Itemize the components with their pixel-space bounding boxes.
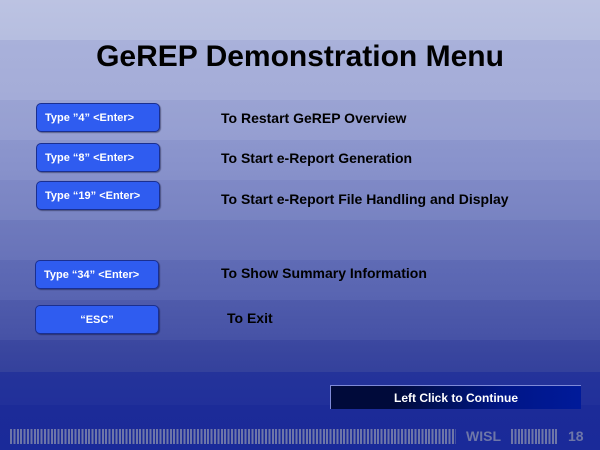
page-title: GeREP Demonstration Menu <box>96 40 504 73</box>
summary-label: To Show Summary Information <box>221 265 427 281</box>
footer-bars-decoration <box>511 428 558 444</box>
type-34-button[interactable]: Type “34” <Enter> <box>35 260 159 289</box>
type-8-button[interactable]: Type “8” <Enter> <box>36 143 160 172</box>
exit-label: To Exit <box>227 310 273 326</box>
report-generation-label: To Start e-Report Generation <box>221 150 413 166</box>
file-handling-label: To Start e-Report File Handling and Disp… <box>221 191 509 207</box>
type-4-button[interactable]: Type ”4” <Enter> <box>36 103 160 132</box>
footer: WISL 18 <box>10 428 584 444</box>
restart-overview-label: To Restart GeREP Overview <box>221 110 407 126</box>
type-19-button[interactable]: Type “19” <Enter> <box>36 181 160 210</box>
footer-org: WISL <box>466 428 501 444</box>
footer-bars-decoration <box>10 428 456 444</box>
esc-button[interactable]: “ESC” <box>35 305 159 334</box>
page-number: 18 <box>568 428 584 444</box>
continue-button[interactable]: Left Click to Continue <box>330 385 581 409</box>
